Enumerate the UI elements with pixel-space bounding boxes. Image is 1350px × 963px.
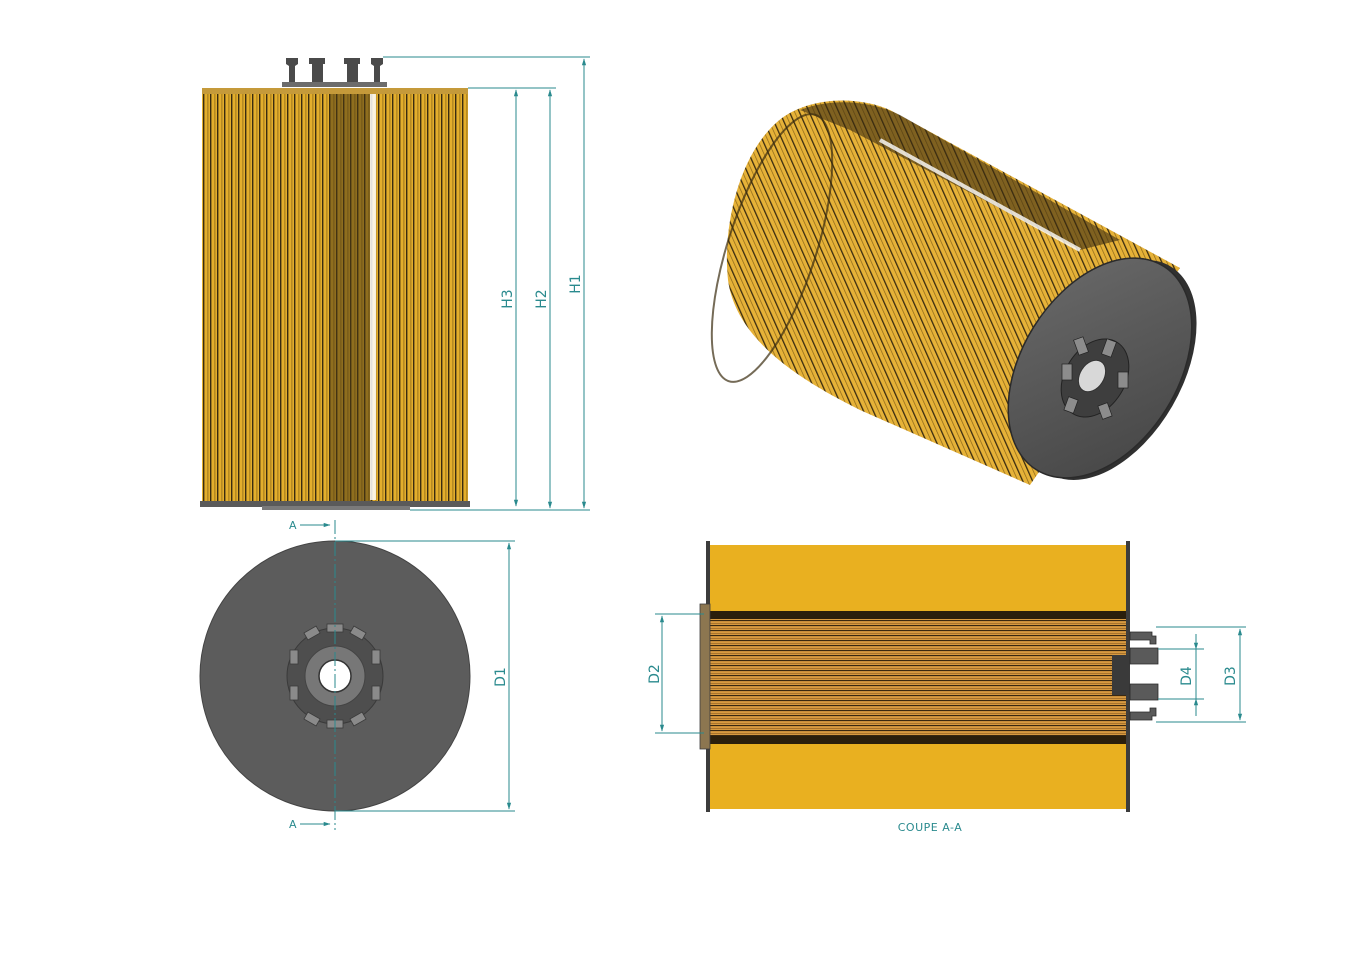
label-d3: D3 — [1223, 666, 1239, 686]
label-d4: D4 — [1179, 666, 1195, 686]
end-view: A A D1 — [199, 519, 515, 831]
front-view: H3 H2 H1 — [200, 56, 590, 511]
section-mark-top: A — [289, 519, 297, 532]
label-d2: D2 — [647, 664, 663, 684]
section-media-top — [710, 545, 1126, 611]
label-h3: H3 — [500, 289, 516, 308]
label-h1: H1 — [568, 274, 584, 293]
bottom-endcap — [200, 501, 470, 507]
section-media-bottom — [710, 744, 1126, 809]
section-core — [710, 611, 1126, 744]
section-view: D2 D4 D3 COUPE A-A — [647, 541, 1246, 834]
section-mark-bottom: A — [289, 818, 297, 831]
label-d1: D1 — [493, 667, 509, 687]
label-h2: H2 — [534, 289, 550, 308]
isometric-view — [710, 100, 1197, 485]
section-caption: COUPE A-A — [898, 821, 963, 834]
top-clips — [282, 58, 387, 87]
